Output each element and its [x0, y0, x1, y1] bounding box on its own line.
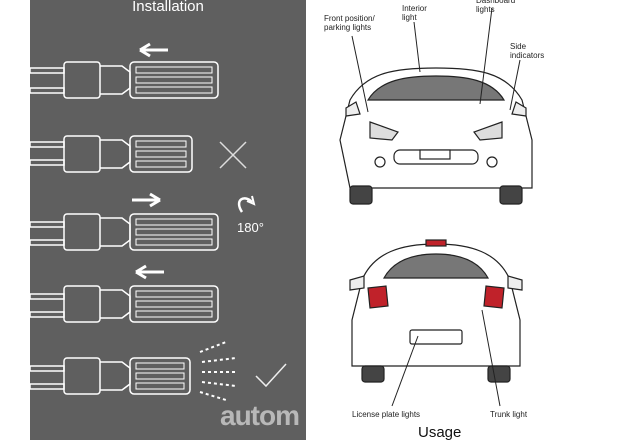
car-front-view	[339, 67, 533, 205]
install-step-2	[30, 135, 193, 173]
check-icon	[255, 363, 287, 388]
usage-panel: Front position/ parking lights Interior …	[306, 0, 590, 441]
label-license-plate-lights: License plate lights	[352, 410, 421, 419]
cross-icon	[219, 141, 247, 169]
install-step-5	[30, 357, 191, 395]
label-side-indicators: Side indicators	[510, 42, 545, 60]
installation-panel: Installation	[30, 0, 306, 440]
watermark: autom	[220, 400, 300, 431]
usage-title: Usage	[418, 424, 462, 441]
car-diagrams	[339, 7, 533, 407]
install-step-3	[30, 213, 219, 251]
label-front-position-lights: Front position/ parking lights	[324, 14, 375, 32]
label-pointers	[351, 7, 521, 407]
wire-lead	[30, 67, 65, 74]
bulb-base	[100, 65, 131, 95]
rotation-label: 180°	[237, 220, 264, 235]
install-step-4	[30, 285, 219, 323]
label-trunk-light: Trunk light	[490, 410, 528, 419]
wire-lead	[30, 87, 65, 94]
bulb-socket	[63, 61, 101, 99]
arrow-right-icon	[132, 192, 161, 208]
arrow-left-icon	[135, 264, 164, 280]
rotate-icon	[237, 197, 253, 213]
car-rear-view	[349, 239, 523, 383]
installation-title: Installation	[132, 0, 204, 15]
arrow-left-icon	[139, 42, 168, 58]
label-dashboard-lights: Dashboard lights	[476, 0, 516, 14]
light-rays-icon	[199, 341, 238, 401]
install-step-1	[30, 61, 219, 99]
label-interior-light: Interior light	[402, 4, 427, 22]
installation-steps	[30, 42, 287, 401]
led-bulb-body	[129, 61, 219, 99]
